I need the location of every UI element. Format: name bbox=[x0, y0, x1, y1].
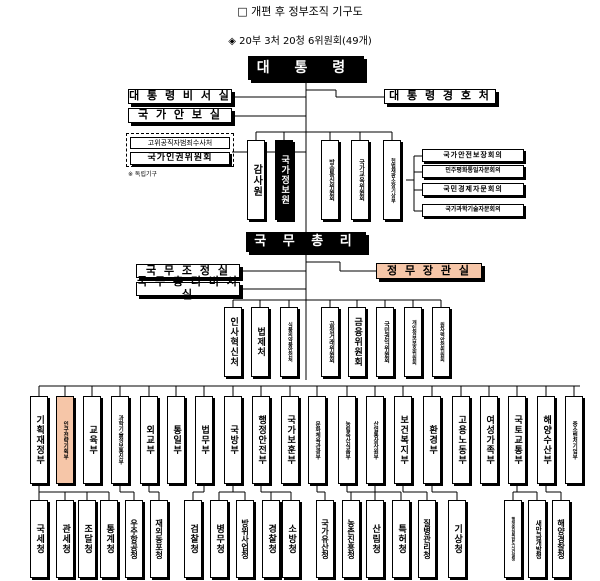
prime-minister-box: 국 무 총 리 bbox=[246, 232, 366, 252]
kcc-box: 방송통신위원회 bbox=[321, 140, 339, 220]
national-security-office-box: 국 가 안 보 실 bbox=[128, 108, 232, 123]
agency-meteorological-box: 기상청 bbox=[448, 500, 466, 578]
mfds-box: 식품의약품안전처 bbox=[280, 307, 298, 377]
agency-procurement-box: 조달청 bbox=[78, 500, 96, 578]
personnel-management-box: 인사혁신처 bbox=[224, 307, 242, 377]
ministry-agriculture-food-box: 농림축산식품부 bbox=[338, 396, 356, 484]
agency-coast-guard-box: 해양경찰청 bbox=[552, 500, 570, 578]
ministry-foreign-affairs-box: 외교부 bbox=[140, 396, 158, 484]
ministry-land-transport-box: 국토교통부 bbox=[508, 396, 526, 484]
presidential-secretariat-box: 대 통 령 비 서 실 bbox=[128, 89, 232, 104]
agency-maccs-box: 행정중심복합도시건설청 bbox=[504, 500, 522, 578]
legislation-box: 법제처 bbox=[251, 307, 269, 377]
agency-forest-box: 산림청 bbox=[366, 500, 384, 578]
pm-secretariat-box: 국 무 총 리 비 서 실 bbox=[136, 275, 240, 301]
pipc-box: 개인정보보호위원회 bbox=[404, 307, 422, 377]
national-education-commission-box: 국가교육위원회 bbox=[351, 140, 369, 220]
agency-police-box: 경찰청 bbox=[262, 500, 280, 578]
economic-advisory-council-box: 국민경제자문회의 bbox=[422, 183, 524, 196]
cio-box: 고위공직자범죄수사처 bbox=[130, 137, 230, 149]
unification-advisory-council-box: 민주평화통일자문회의 bbox=[422, 165, 524, 178]
agency-kdca-box: 질병관리청 bbox=[418, 500, 436, 578]
agency-intellectual-property-box: 특허청 bbox=[392, 500, 410, 578]
political-affairs-office-box: 정 무 장 관 실 bbox=[376, 263, 482, 279]
ministry-oceans-fisheries-box: 해양수산부 bbox=[537, 396, 555, 484]
ministry-population-strategy-box: 인구전략기획부 bbox=[56, 396, 74, 484]
agency-fire-box: 소방청 bbox=[282, 500, 300, 578]
human-rights-commission-box: 국가인권위원회 bbox=[130, 152, 230, 165]
ministry-patriots-veterans-box: 국가보훈부 bbox=[281, 396, 299, 484]
ministry-justice-box: 법무부 bbox=[195, 396, 213, 484]
agency-overseas-koreans-box: 재외동포청 bbox=[150, 500, 168, 578]
ministry-education-box: 교육부 bbox=[83, 396, 101, 484]
board-of-audit-box: 감사원 bbox=[247, 140, 265, 220]
ministry-employment-labor-box: 고용노동부 bbox=[452, 396, 470, 484]
presidential-security-service-box: 대 통 령 경 호 처 bbox=[384, 89, 496, 104]
agency-kasa-box: 우주항공청 bbox=[125, 500, 143, 578]
acrc-box: 국민권익위원회 bbox=[376, 307, 394, 377]
agency-saemangeum-box: 새만금개발청 bbox=[528, 500, 546, 578]
ministry-economy-finance-box: 기획재정부 bbox=[30, 396, 48, 484]
agency-prosecution-box: 검찰청 bbox=[184, 500, 202, 578]
page-title: □ 개편 후 정부조직 기구도 bbox=[237, 5, 363, 18]
fsc-box: 금융위원회 bbox=[348, 307, 366, 377]
ministry-unification-box: 통일부 bbox=[167, 396, 185, 484]
ftc-box: 공정거래위원회 bbox=[321, 307, 339, 377]
ministry-interior-safety-box: 행정안전부 bbox=[252, 396, 270, 484]
nis-box: 국가정보원 bbox=[275, 140, 293, 220]
page-subtitle: ◈ 20부 3처 20청 6위원회(49개) bbox=[228, 36, 372, 47]
independent-note: ※ 독립기구 bbox=[128, 171, 158, 178]
president-box: 대 통 령 bbox=[248, 56, 364, 80]
ministry-environment-box: 환경부 bbox=[423, 396, 441, 484]
nssc-box: 원자력안전위원회 bbox=[432, 307, 450, 377]
ministry-gender-family-box: 여성가족부 bbox=[480, 396, 498, 484]
office-for-government-policy-coordination-box: 국 무 조 정 실 bbox=[136, 264, 240, 278]
agency-rural-development-box: 농촌진흥청 bbox=[342, 500, 360, 578]
agency-national-tax-box: 국세청 bbox=[30, 500, 48, 578]
ministry-health-welfare-box: 보건복지부 bbox=[394, 396, 412, 484]
ministry-national-defense-box: 국방부 bbox=[224, 396, 242, 484]
agency-customs-box: 관세청 bbox=[56, 500, 74, 578]
ministry-science-ict-box: 과학기술정보통신부 bbox=[111, 396, 129, 484]
agency-heritage-box: 국가유산청 bbox=[316, 500, 334, 578]
national-security-council-box: 국가안전보장회의 bbox=[422, 149, 524, 162]
ministry-culture-sports-tourism-box: 문화체육관광부 bbox=[308, 396, 326, 484]
science-advisory-council-box: 국가과학기술자문회의 bbox=[422, 204, 524, 217]
agency-military-manpower-box: 병무청 bbox=[210, 500, 228, 578]
agency-dapa-box: 방위사업청 bbox=[236, 500, 254, 578]
independent-agencies-group bbox=[126, 133, 234, 167]
ministry-trade-industry-energy-box: 산업통상자원부 bbox=[366, 396, 384, 484]
constitutional-court-box: 헌법재판소장기상부 bbox=[383, 140, 401, 220]
agency-statistics-box: 통계청 bbox=[100, 500, 118, 578]
ministry-smes-startups-box: 중소벤처기업부 bbox=[565, 396, 583, 484]
